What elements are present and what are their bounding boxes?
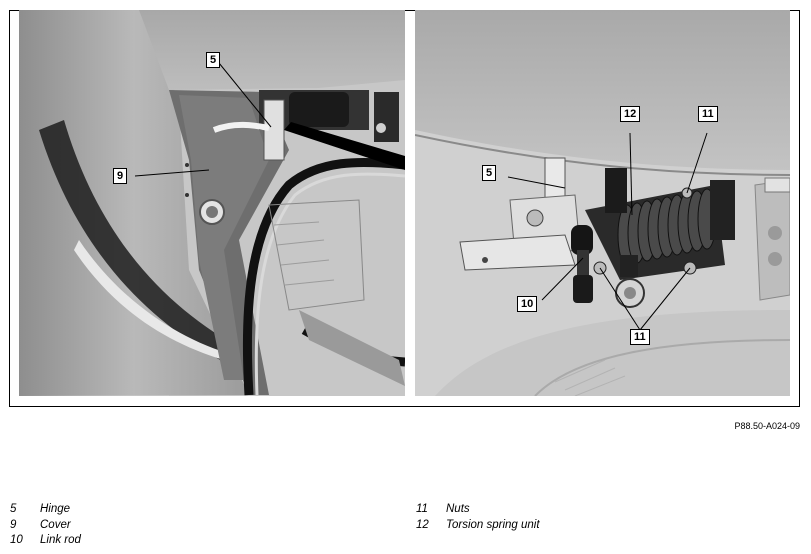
legend-label: Link rod (40, 534, 81, 546)
callout-right-12: 12 (620, 106, 641, 122)
legend-number: 11 (416, 503, 428, 515)
legend-label: Nuts (446, 503, 470, 515)
callout-right-5: 5 (482, 165, 497, 181)
legend-label: Hinge (40, 503, 71, 515)
figure-code: P88.50-A024-09 (734, 421, 800, 431)
overview-illustration (19, 10, 405, 396)
legend-number: 9 (10, 518, 17, 531)
legend-item-cover: 9 Cover (10, 518, 81, 534)
legend-item-torsion-spring-unit: 12 Torsion spring unit (416, 518, 540, 534)
legend-item-link-rod: 10 Link rod (10, 533, 81, 549)
legend-item-nuts: 11 Nuts (416, 502, 540, 518)
legend-number: 5 (10, 503, 17, 515)
legend-right: 11 Nuts 12 Torsion spring unit (416, 502, 540, 533)
legend-number: 10 (10, 534, 23, 546)
callout-right-10: 10 (517, 296, 538, 312)
callout-left-5: 5 (206, 52, 221, 68)
callout-right-11-bottom: 11 (630, 329, 650, 345)
legend-item-hinge: 5 Hinge (10, 502, 81, 518)
legend-label: Torsion spring unit (446, 518, 540, 531)
legend-left: 5 Hinge 9 Cover 10 Link rod (10, 502, 81, 549)
callout-left-9: 9 (113, 168, 128, 184)
detail-illustration (415, 10, 790, 396)
legend-label: Cover (40, 518, 71, 531)
callout-right-11-top: 11 (698, 106, 718, 122)
legend-number: 12 (416, 518, 429, 531)
